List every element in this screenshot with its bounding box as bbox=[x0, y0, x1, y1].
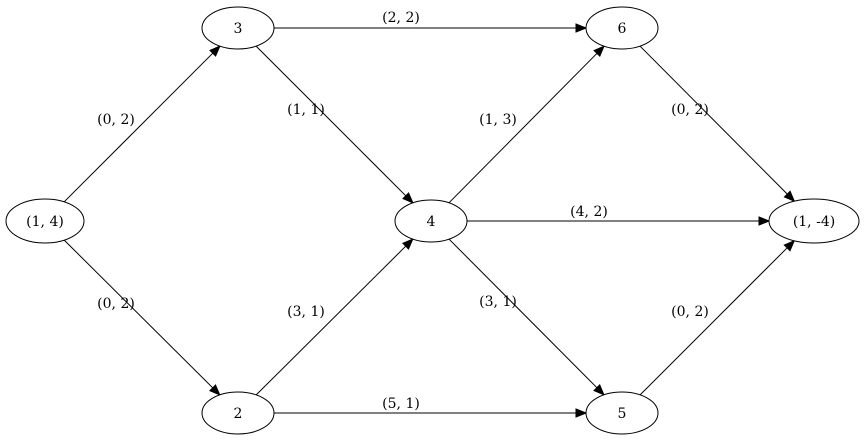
node-n6: 6 bbox=[585, 6, 659, 50]
arrowhead-icon bbox=[758, 216, 771, 226]
edge-n3-n4: (1, 1) bbox=[255, 45, 414, 204]
node-n5: 5 bbox=[585, 391, 659, 435]
nodes-layer: (1, 4) 3 2 4 6 5 (1, -4) bbox=[5, 6, 860, 435]
node-ellipse bbox=[585, 6, 659, 50]
node-n2: 2 bbox=[201, 391, 275, 435]
arrowhead-icon bbox=[209, 384, 221, 396]
node-label: 3 bbox=[234, 21, 243, 37]
node-ellipse bbox=[585, 391, 659, 435]
edges-layer: (0, 2) (0, 2) (2, 2) (1, 1) (3, 1) (5, 1) (1, … bbox=[63, 10, 796, 418]
edge-line bbox=[63, 52, 214, 203]
arrowhead-icon bbox=[593, 384, 605, 396]
edge-n4-n5: (3, 1) bbox=[448, 238, 605, 396]
edge-n2-n5: (5, 1) bbox=[274, 396, 588, 418]
edge-line bbox=[255, 45, 407, 197]
node-label: 4 bbox=[427, 214, 436, 230]
node-ellipse bbox=[201, 391, 275, 435]
edge-n6-sink: (0, 2) bbox=[639, 45, 796, 203]
edge-line bbox=[63, 239, 214, 389]
arrowhead-icon bbox=[402, 238, 414, 250]
edge-src-n2: (0, 2) bbox=[63, 239, 221, 396]
node-n4: 4 bbox=[394, 199, 468, 243]
edge-label: (0, 2) bbox=[671, 102, 709, 118]
edge-label: (3, 1) bbox=[287, 304, 325, 320]
arrowhead-icon bbox=[575, 408, 588, 418]
node-ellipse bbox=[201, 6, 275, 50]
edge-label: (0, 2) bbox=[97, 112, 135, 128]
edge-line bbox=[639, 247, 788, 396]
node-n3: 3 bbox=[201, 6, 275, 50]
arrowhead-icon bbox=[783, 239, 796, 252]
edge-line bbox=[448, 52, 598, 204]
edge-src-n3: (0, 2) bbox=[63, 45, 221, 203]
edge-n3-n6: (2, 2) bbox=[274, 10, 588, 33]
node-label: 6 bbox=[618, 21, 627, 37]
arrowhead-icon bbox=[402, 192, 414, 204]
edge-label: (0, 2) bbox=[671, 304, 709, 320]
arrowhead-icon bbox=[593, 45, 605, 57]
edge-n4-n6: (1, 3) bbox=[448, 45, 605, 204]
node-ellipse bbox=[5, 198, 85, 244]
edge-label: (4, 2) bbox=[570, 204, 608, 220]
arrowhead-icon bbox=[575, 23, 588, 33]
arrowhead-icon bbox=[783, 190, 796, 203]
node-label: (1, -4) bbox=[793, 214, 835, 230]
node-ellipse bbox=[394, 199, 468, 243]
node-sink: (1, -4) bbox=[768, 198, 860, 244]
edge-label: (0, 2) bbox=[97, 296, 135, 312]
node-label: 2 bbox=[234, 406, 243, 422]
edge-label: (3, 1) bbox=[479, 294, 517, 310]
edge-n2-n4: (3, 1) bbox=[255, 238, 414, 396]
edge-line bbox=[448, 238, 598, 389]
node-label: (1, 4) bbox=[26, 214, 64, 230]
edge-line bbox=[639, 45, 788, 195]
arrowhead-icon bbox=[209, 45, 221, 57]
edge-n5-sink: (0, 2) bbox=[639, 239, 796, 396]
node-ellipse bbox=[768, 198, 860, 244]
node-src: (1, 4) bbox=[5, 198, 85, 244]
edge-label: (1, 3) bbox=[479, 112, 517, 128]
edge-n4-sink: (4, 2) bbox=[467, 204, 771, 226]
edge-line bbox=[255, 245, 407, 396]
edge-label: (5, 1) bbox=[382, 396, 420, 412]
node-label: 5 bbox=[618, 406, 627, 422]
edge-label: (2, 2) bbox=[382, 10, 420, 26]
edge-label: (1, 1) bbox=[287, 102, 325, 118]
